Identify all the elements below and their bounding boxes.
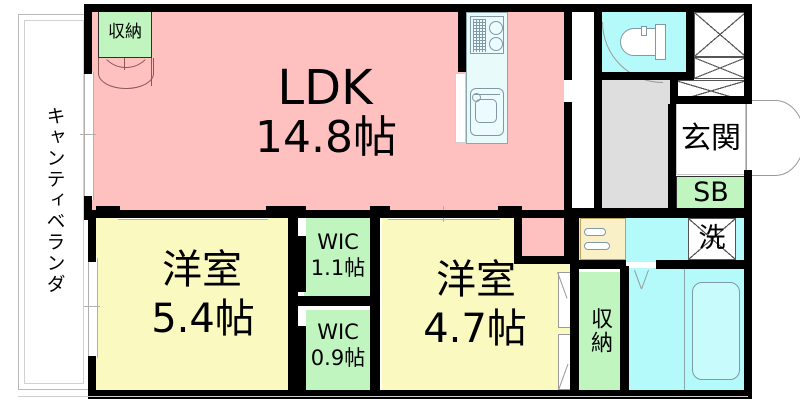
wic-upper-door-gap[interactable] — [298, 218, 306, 236]
wall-washroom-bottom — [570, 260, 626, 269]
storage-bottom-area — [578, 272, 620, 390]
wall-ldk-notch-right — [564, 200, 572, 262]
wall-outer-bottom — [92, 390, 752, 399]
wall-storage-bottom-left — [570, 266, 579, 394]
wall-ldk-bedroom-mid — [266, 206, 306, 218]
wall-ps-bottom — [670, 96, 750, 104]
wall-washroom-left — [570, 210, 579, 270]
ldk-veranda-sliding-door-icon[interactable] — [84, 72, 94, 200]
corridor-area — [602, 78, 674, 210]
page-baseline — [18, 396, 748, 397]
room-bedroom-east-ext — [382, 262, 572, 393]
bedroom-west-veranda-sliding-door-icon[interactable] — [88, 258, 98, 358]
entrance-area — [676, 103, 746, 175]
storage-top-area — [98, 10, 152, 58]
vanity-faucet-icon — [584, 242, 610, 250]
wall-outer-left-lower-a — [88, 218, 96, 262]
wall-outer-right-mid — [744, 170, 752, 398]
kitchen-wall-left — [458, 10, 466, 72]
room-wic-lower — [304, 310, 372, 390]
storage-door-center-line — [124, 58, 125, 70]
bedroom-west-slider-mid — [84, 306, 100, 307]
wall-ldk-bedroom-west-left — [96, 206, 120, 214]
entrance-door-leaf — [746, 100, 747, 174]
wall-ldk-bedrooms — [92, 210, 572, 218]
bathtub-icon — [692, 282, 740, 380]
storage-bottom-label: 収納 — [587, 307, 612, 355]
wall-bedroom-west-right — [288, 212, 298, 394]
gas-stove-icon — [470, 16, 504, 54]
wall-bathroom-top — [656, 260, 750, 269]
wall-outer-left-mid — [84, 196, 92, 220]
meter-box-icon — [694, 12, 746, 57]
kitchen-sink-icon — [470, 88, 504, 136]
wall-ps-left — [670, 72, 678, 104]
wall-wic-divider — [296, 296, 380, 306]
wall-toilet-left — [594, 4, 602, 80]
veranda-inner-edge — [24, 20, 84, 384]
room-wic-upper — [304, 218, 372, 300]
kitchen-side-panel — [455, 73, 466, 143]
wall-bottom-left-stub — [88, 390, 100, 399]
wall-storage-bottom-right — [620, 266, 629, 394]
shoe-box-area — [676, 176, 746, 210]
wall-outer-right-top — [744, 4, 752, 104]
wall-ldk-notch-bottom — [520, 256, 572, 264]
wall-outer-left-lower-b — [88, 356, 96, 396]
wall-wic-left-upper — [296, 234, 306, 292]
meter-box-lower-icon — [694, 57, 746, 79]
vanity-icon — [584, 228, 606, 236]
washer-slot-icon — [688, 218, 736, 260]
entrance-door-swing-icon — [746, 100, 800, 176]
bathroom-partition — [684, 268, 685, 390]
wall-toilet-bottom — [594, 72, 694, 80]
room-bedroom-west — [96, 218, 296, 393]
wall-entrance-left — [668, 104, 676, 216]
wall-corridor-left — [594, 80, 602, 216]
wall-outer-left-upper — [84, 4, 92, 74]
vanity-counter — [580, 218, 626, 260]
storage-door-swing-left-icon — [98, 58, 154, 89]
wall-bedroom-east-right — [514, 210, 522, 262]
wall-wic-left-lower — [296, 324, 306, 394]
ldk-veranda-slider-mid — [80, 134, 96, 135]
wall-ldk-corridor-lower — [564, 102, 572, 218]
wall-kitchen-top — [458, 4, 466, 14]
storage-door-right-jamb — [151, 58, 152, 86]
wall-corridor-bottom — [570, 208, 750, 218]
veranda-label: キャンティベランダ — [43, 105, 66, 295]
wall-ldk-corridor — [564, 4, 572, 80]
wall-outer-top — [92, 4, 750, 12]
wic-lower-door-gap[interactable] — [298, 306, 306, 326]
wall-toilet-right — [686, 4, 694, 80]
